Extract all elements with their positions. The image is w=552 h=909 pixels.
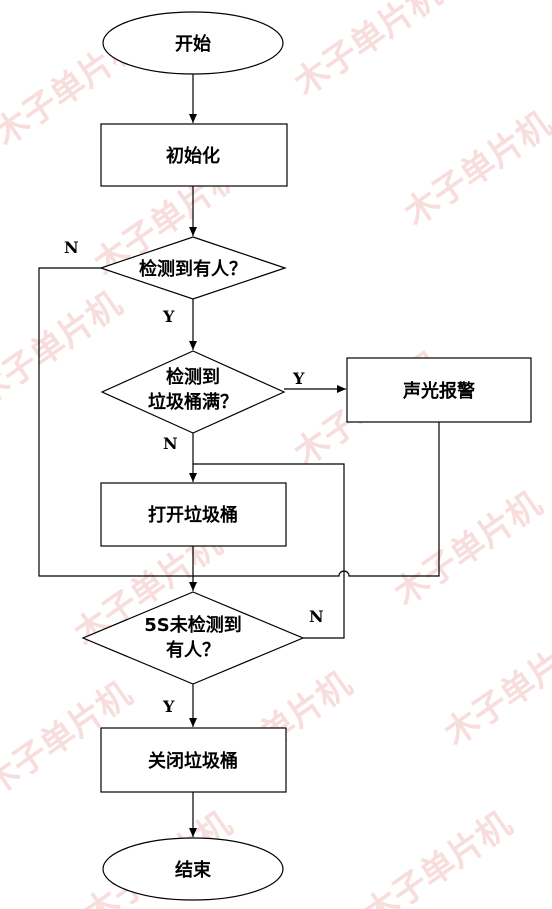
node-alarm: 声光报警 bbox=[346, 357, 532, 423]
label-timeout-no: N bbox=[309, 607, 324, 626]
line-alarm-return bbox=[193, 422, 440, 577]
node-open-bin-label: 打开垃圾桶 bbox=[148, 504, 238, 526]
watermark-text: 木子单片机 bbox=[386, 484, 549, 615]
label-timeout-yes: Y bbox=[162, 697, 175, 716]
decision-detect-person: 检测到有人？ bbox=[99, 236, 287, 300]
node-start: 开始 bbox=[102, 11, 284, 75]
label-full-yes: Y bbox=[292, 369, 305, 388]
node-end-label: 结束 bbox=[175, 859, 212, 881]
label-detect-yes: Y bbox=[162, 307, 175, 326]
node-open-bin: 打开垃圾桶 bbox=[100, 482, 287, 547]
watermark-text: 木子单片机 bbox=[436, 624, 552, 755]
decision-timeout: 5S未检测到 有人？ bbox=[81, 591, 305, 685]
node-close-bin: 关闭垃圾桶 bbox=[100, 727, 287, 793]
edge-labels: N Y Y N N Y bbox=[64, 238, 324, 716]
decision-bin-full-label-1: 检测到 bbox=[166, 366, 220, 388]
watermark-text: 木子单片机 bbox=[356, 804, 519, 909]
node-close-bin-label: 关闭垃圾桶 bbox=[148, 750, 238, 772]
watermark-text: 木子单片机 bbox=[286, 0, 449, 105]
decision-timeout-label-2: 有人？ bbox=[166, 639, 220, 661]
node-init-label: 初始化 bbox=[166, 145, 220, 167]
decision-bin-full: 检测到 垃圾桶满？ bbox=[100, 350, 286, 434]
node-end: 结束 bbox=[102, 837, 284, 901]
loop-timeout-no bbox=[193, 463, 345, 639]
label-full-no: N bbox=[163, 434, 178, 453]
node-init: 初始化 bbox=[100, 123, 288, 187]
node-start-label: 开始 bbox=[175, 33, 211, 55]
node-alarm-label: 声光报警 bbox=[402, 380, 475, 402]
label-detect-no: N bbox=[64, 238, 79, 257]
connectors bbox=[38, 74, 440, 837]
decision-timeout-label-1: 5S未检测到 bbox=[144, 614, 242, 636]
decision-detect-person-label: 检测到有人？ bbox=[139, 258, 247, 280]
watermark-text: 木子单片机 bbox=[396, 104, 552, 235]
decision-bin-full-label-2: 垃圾桶满？ bbox=[148, 391, 238, 413]
loop-detect-no bbox=[38, 267, 193, 577]
